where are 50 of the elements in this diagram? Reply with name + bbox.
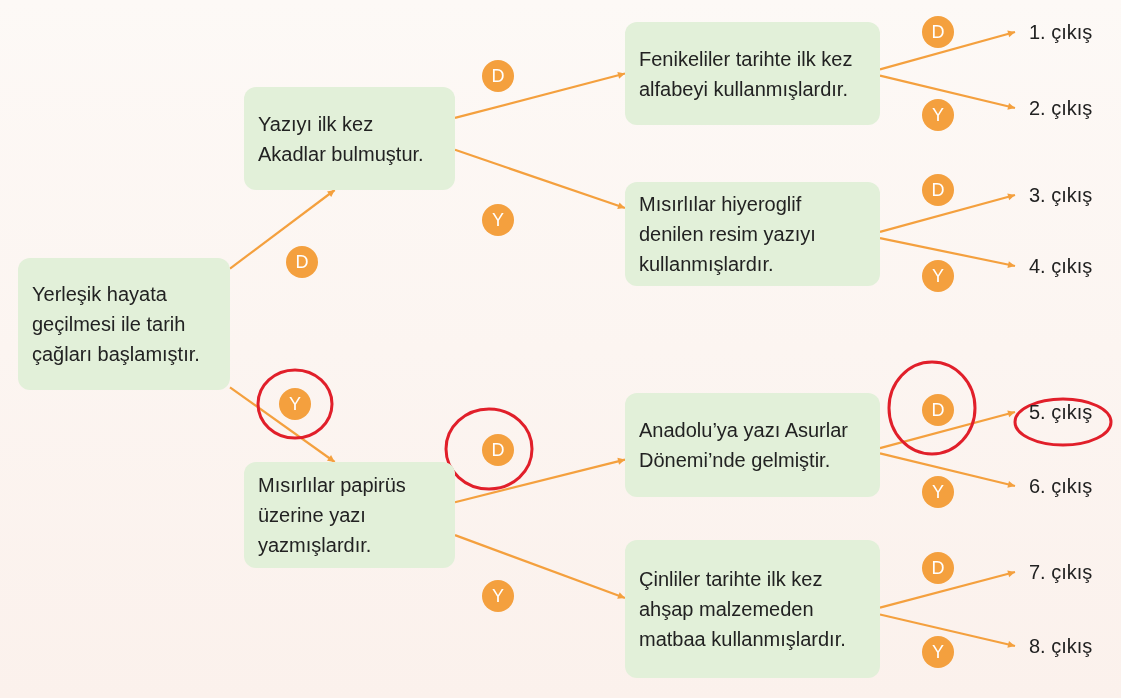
edge-label: D (922, 552, 954, 584)
edge-label: D (922, 16, 954, 48)
arrow (879, 570, 1016, 609)
statement-box (625, 182, 880, 286)
edge-label: Y (482, 580, 514, 612)
edge-label: Y (922, 99, 954, 131)
outcome-label: 5. çıkış (1029, 400, 1093, 425)
statement-text: Yazıyı ilk kez Akadlar bulmuştur. (258, 111, 425, 167)
statement-box (244, 462, 455, 568)
edge-label: D (482, 60, 514, 92)
statement-box (625, 22, 880, 125)
arrow (879, 193, 1016, 233)
outcome-label: 4. çıkış (1029, 254, 1093, 279)
edge-label: Y (922, 476, 954, 508)
outcome-label: 1. çıkış (1029, 20, 1093, 45)
statement-text: Anadolu’ya yazı Asurlar Dönemi’nde gelmiştir. (639, 418, 849, 473)
arrow (454, 534, 626, 599)
edge-label: D (922, 394, 954, 426)
arrow (454, 71, 626, 119)
outcome-label: 3. çıkış (1029, 183, 1093, 208)
statement-text: Çinliler tarihte ilk kez ahşap malzemeden matbaa kullanmışlardır. (639, 567, 847, 652)
statement-box (625, 393, 880, 497)
statement-box (18, 258, 230, 390)
arrow (879, 613, 1016, 648)
statement-text: Yerleşik hayata geçilmesi ile tarih çağları başlamıştır. (32, 282, 201, 367)
arrow (454, 148, 626, 210)
outcome-label: 8. çıkış (1029, 634, 1093, 659)
arrow (454, 457, 626, 504)
arrow (879, 30, 1016, 71)
arrow (879, 74, 1016, 110)
edge-label: Y (922, 636, 954, 668)
arrow (879, 410, 1016, 450)
arrow (229, 386, 336, 463)
arrow (879, 237, 1016, 268)
statement-box (625, 540, 880, 678)
edge-label: Y (279, 388, 311, 420)
outcome-label: 2. çıkış (1029, 96, 1093, 121)
arrow (879, 452, 1016, 488)
statement-text: Mısırlılar hiyeroglif denilen resim yazıyı kullanmışlardır. (639, 192, 817, 277)
edge-label: Y (482, 204, 514, 236)
statement-text: Fenikeliler tarihte ilk kez alfabeyi kullanmışlardır. (639, 46, 854, 102)
edge-label: Y (922, 260, 954, 292)
arrow (229, 189, 336, 270)
statement-box (244, 87, 455, 190)
outcome-label: 6. çıkış (1029, 474, 1093, 499)
edge-label: D (286, 246, 318, 278)
edge-label: D (482, 434, 514, 466)
outcome-label: 7. çıkış (1029, 560, 1093, 585)
edge-label: D (922, 174, 954, 206)
statement-text: Mısırlılar papirüs üzerine yazı yazmışlardır. (258, 473, 407, 558)
